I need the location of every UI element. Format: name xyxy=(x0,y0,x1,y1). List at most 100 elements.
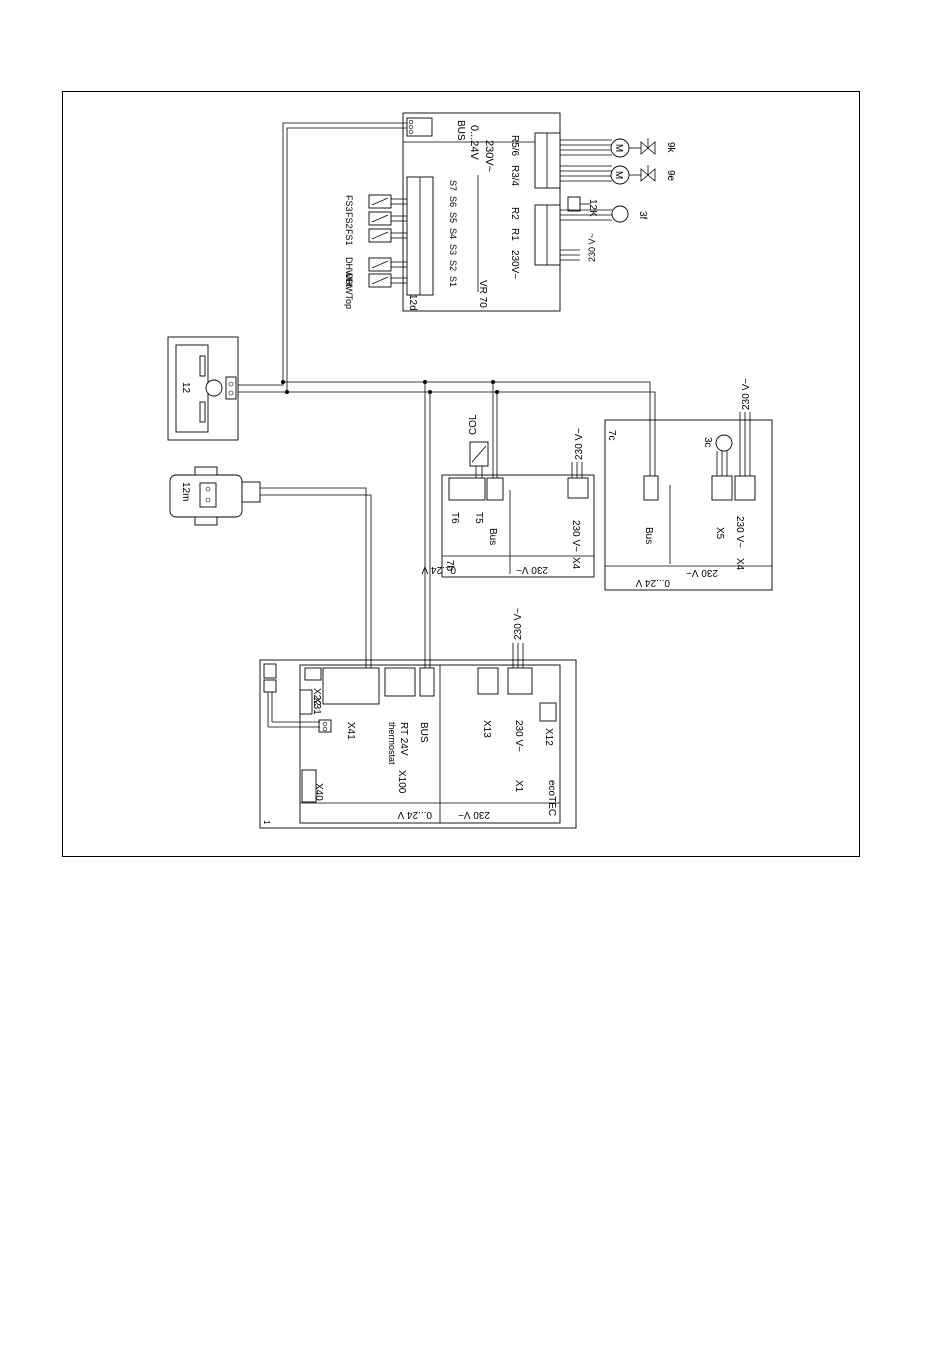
sensor-12m-label: 12m xyxy=(180,482,191,501)
vr70-s1: S1 xyxy=(448,276,458,287)
outdoor-sensor-wiring xyxy=(260,487,372,668)
vr70-s5: S5 xyxy=(448,212,458,223)
vr70-title: VR 70 xyxy=(477,280,488,308)
7c-low-voltage: 0...24 V xyxy=(635,577,670,588)
ecotec-rt24v-label: RT 24V xyxy=(398,722,409,756)
ecotec-x40-label: X40 xyxy=(313,783,324,801)
ecotec-x41-connector xyxy=(322,667,380,705)
valve-9e-icon xyxy=(640,168,656,182)
vr70-id: 12d xyxy=(407,294,418,311)
ecotec-supply: 230 V~ xyxy=(513,608,524,640)
vr70-bus-connector xyxy=(406,117,433,137)
7c-mains-voltage: 230 V~ xyxy=(686,567,718,578)
ecotec-x100-connector xyxy=(384,667,416,697)
ecotec-low-voltage: 0...24 V xyxy=(397,809,432,820)
vr70-relay-r56: R5/6 xyxy=(509,135,520,157)
7b-mains-voltage: 230 V~ xyxy=(516,564,548,575)
7c-x4-voltage: 230 V~ xyxy=(734,516,745,548)
controller-12: 12 xyxy=(167,336,239,441)
ecotec-mains-voltage: 230 V~ xyxy=(458,809,490,820)
sensor-fs1: FS1 xyxy=(344,228,407,246)
pump-3f-label: 3f xyxy=(637,211,648,220)
relay-12k-label: 12K xyxy=(587,199,598,217)
ecotec-bus-connector xyxy=(419,667,435,697)
vr70-supply-label: 230 V~ xyxy=(587,233,597,262)
controller-id: 12 xyxy=(180,382,191,394)
sensor-12m: 12m xyxy=(169,466,261,526)
vr70-relay-r1: R1 xyxy=(509,228,520,241)
7c-x4-connector xyxy=(734,475,756,501)
7c-bus-connector xyxy=(643,475,659,501)
vr70-relay-r34: R3/4 xyxy=(509,165,520,187)
fs1-label: FS1 xyxy=(344,229,354,246)
7b-t6: T6 xyxy=(449,512,460,524)
vr70-s6: S6 xyxy=(448,196,458,207)
ecotec-x100-label: X100 xyxy=(396,770,407,794)
ecotec-x13-label: X13 xyxy=(481,720,492,738)
7b-low-voltage: 0...24 V xyxy=(421,564,456,575)
ecotec-corner-mark: 1 xyxy=(262,820,271,825)
7b-t5: T5 xyxy=(473,512,484,524)
sensor-dhwbt: DHWBt xyxy=(344,257,407,287)
motor-9k-label: M xyxy=(613,144,624,152)
vr70-outputs: M 9k M 9e 12K 3f xyxy=(560,138,676,261)
7c-pump-label: 3c xyxy=(702,437,713,448)
7c-id: 7c xyxy=(606,430,617,441)
vr70-low-voltage-label: 0...24V xyxy=(468,125,480,161)
vr70-module: BUS 0...24V 230V~ R5/6 R3/4 R2 R1 230V~ … xyxy=(402,112,597,312)
7b-col-label: COL xyxy=(468,414,479,435)
vr70-mains-voltage-label: 230V~ xyxy=(483,140,495,172)
ecotec-x12-label: X12 xyxy=(543,728,554,746)
ecotec-x13-connector xyxy=(477,667,499,695)
diagram-frame xyxy=(62,91,860,857)
7c-x5: X5 xyxy=(714,527,725,540)
7b-power-connector xyxy=(567,477,589,499)
7b-bus-connector xyxy=(486,477,504,501)
ecotec-x31-label: X31 xyxy=(311,697,322,715)
ecotec-side-connector xyxy=(263,663,320,728)
module-7b: COL T6 T5 Bus X4 230 V~ 0...24 V 230 V~ … xyxy=(421,414,595,578)
vr70-mains-in-label: 230V~ xyxy=(509,250,520,279)
ecotec-x22-connector xyxy=(304,667,322,681)
7c-bus: Bus xyxy=(643,527,654,544)
ecotec-bus-label: BUS xyxy=(418,722,429,743)
fs2-label: FS2 xyxy=(344,212,354,229)
vr70-s7: S7 xyxy=(448,180,458,191)
vr70-relay-r2: R2 xyxy=(509,207,520,220)
module-7c: 7c 3c 230 V~ Bus X5 X4 230 V~ 0...24 V 2… xyxy=(604,378,773,591)
dhwtop-label: DHWTop xyxy=(344,273,354,309)
vr70-bus-label: BUS xyxy=(455,120,466,141)
ecotec-x41-label: X41 xyxy=(345,722,356,740)
sensor-dhwtop: DHWTop xyxy=(344,273,407,309)
pump-3f-icon xyxy=(611,205,629,223)
7c-x5-connector xyxy=(711,475,733,501)
ecotec-x12-connector xyxy=(539,702,557,722)
vr70-s2: S2 xyxy=(448,260,458,271)
7b-sensor-connector xyxy=(448,477,486,501)
7b-x4: X4 xyxy=(570,557,581,570)
vr70-sensor-strip xyxy=(406,176,434,296)
7b-x4-voltage: 230 V~ xyxy=(570,520,581,552)
7c-supply: 230 V~ xyxy=(741,378,752,410)
7b-bus: Bus xyxy=(487,528,498,545)
vr70-relay-strip xyxy=(534,132,561,266)
ecotec-name: ecoTEC xyxy=(546,780,557,816)
relay-12k-icon xyxy=(567,196,581,212)
vr70-s3: S3 xyxy=(448,244,458,255)
fs3-label: FS3 xyxy=(344,195,354,212)
7c-x4: X4 xyxy=(734,558,745,571)
vr70-sensors: FS3 FS2 FS1 DHWBt DHWTop xyxy=(344,194,407,309)
7b-id: 7b xyxy=(444,560,455,572)
ecotec-x1-label: X1 xyxy=(513,780,524,793)
pump-3c-icon xyxy=(715,434,733,452)
valve-9e-label: 9e xyxy=(665,170,676,182)
sensor-fs3: FS3 xyxy=(344,194,407,212)
controller-dial-icon xyxy=(205,379,223,397)
dhwbt-label: DHWBt xyxy=(344,257,354,287)
ecotec-thermostat-label: thermostat xyxy=(387,722,397,765)
ecotec-x1-voltage-label: 230 V~ xyxy=(513,720,524,752)
bus-wiring xyxy=(238,122,656,668)
7b-supply: 230 V~ xyxy=(574,428,585,460)
ecotec-x1-connector xyxy=(507,667,533,695)
